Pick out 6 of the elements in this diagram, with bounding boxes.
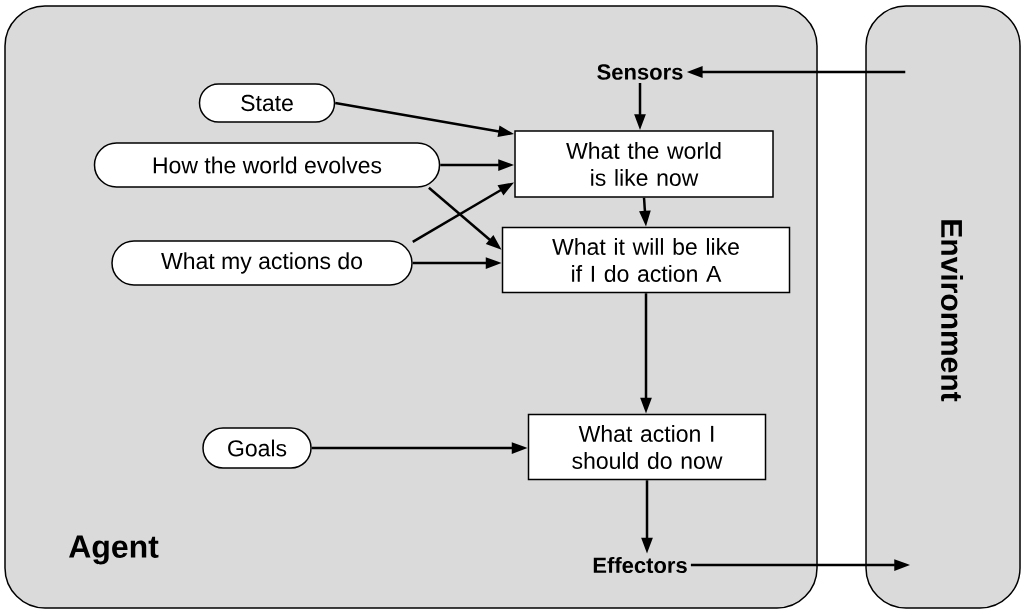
process-box: What action I should do now bbox=[527, 413, 767, 481]
signal-label: Effectors bbox=[593, 556, 687, 574]
signal-label: Sensors bbox=[597, 64, 683, 80]
environment-panel: Environment bbox=[865, 5, 1021, 609]
process-box: What it will be like if I do action A bbox=[501, 226, 791, 294]
process-box: What the world is like now bbox=[514, 130, 774, 198]
